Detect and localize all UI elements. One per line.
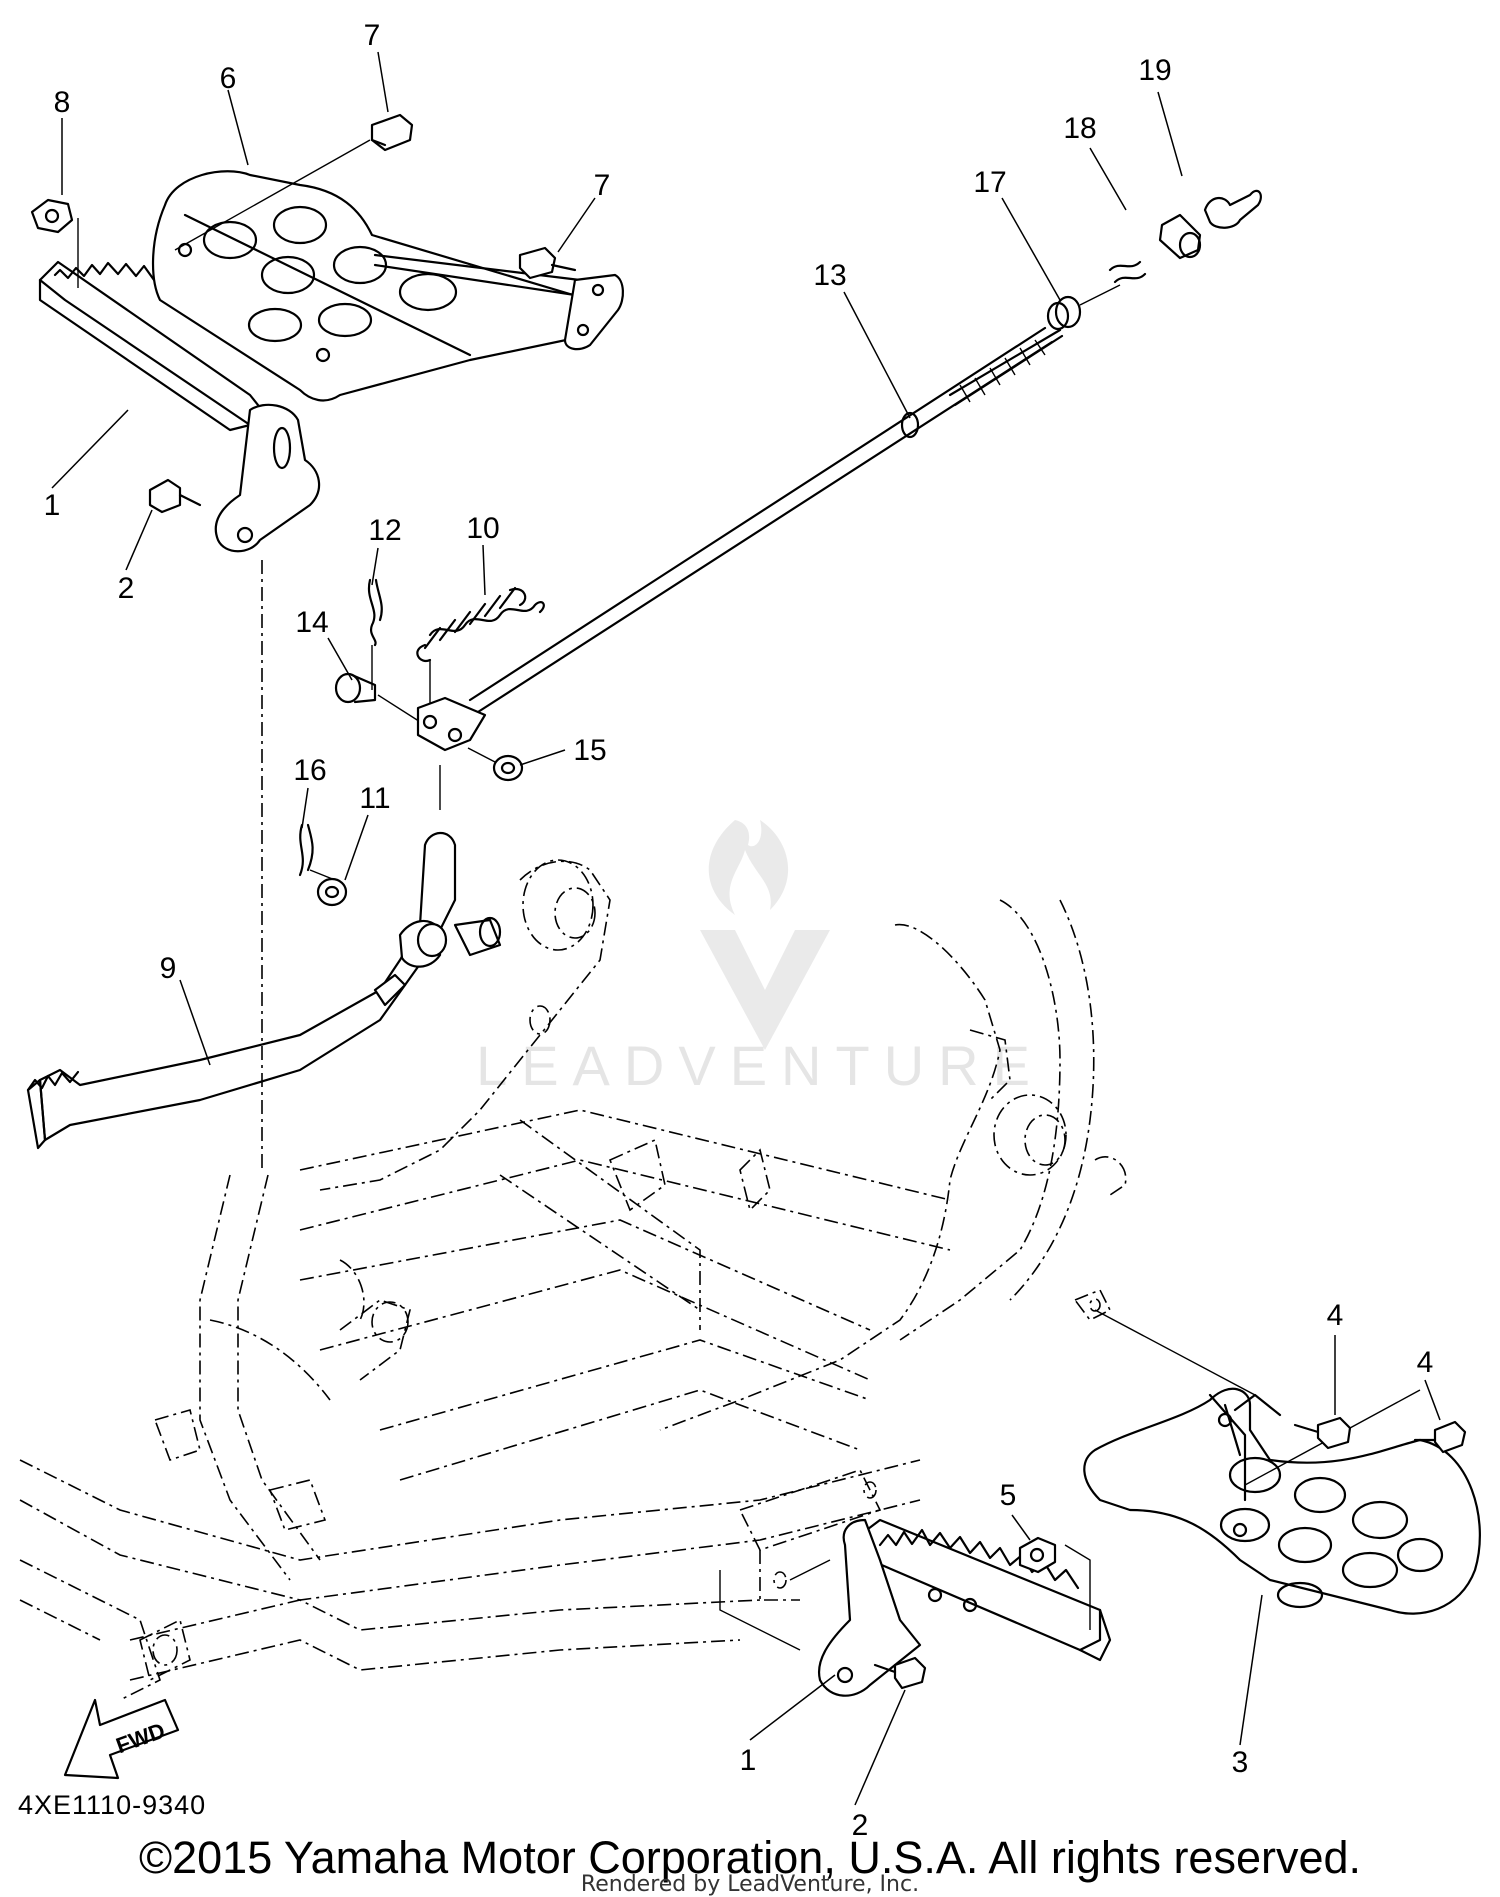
washer-11 bbox=[316, 877, 348, 907]
adjusting-nut-19 bbox=[1203, 189, 1262, 229]
callout-4: 4 bbox=[1417, 1346, 1434, 1379]
diagram-code: 4XE1110-9340 bbox=[18, 1790, 207, 1820]
fwd-arrow-icon: FWD bbox=[63, 1698, 180, 1780]
callout-16: 16 bbox=[293, 754, 326, 787]
cotter-pin-16 bbox=[298, 823, 336, 881]
footrest-bracket-right bbox=[817, 1518, 1112, 1697]
footrest-bracket-left bbox=[38, 260, 321, 553]
rod-clevis bbox=[416, 696, 487, 810]
rendered-by-notice: Rendered by LeadVenture, Inc. bbox=[580, 1872, 920, 1897]
callout-3: 3 bbox=[1232, 1746, 1249, 1779]
spring-17 bbox=[1046, 260, 1147, 331]
footboard-left bbox=[151, 139, 624, 402]
callout-2: 2 bbox=[852, 1809, 869, 1842]
washer-15 bbox=[467, 747, 524, 782]
callout-15: 15 bbox=[573, 734, 606, 767]
callout-6: 6 bbox=[220, 62, 237, 95]
callout-10: 10 bbox=[466, 512, 499, 545]
callout-12: 12 bbox=[368, 514, 401, 547]
callouts: 7 6 8 7 19 18 17 13 1 2 12 10 14 15 16 1… bbox=[44, 19, 1434, 1842]
callout-18: 18 bbox=[1063, 112, 1096, 145]
bolt-7-upper bbox=[370, 113, 414, 152]
callout-4: 4 bbox=[1327, 1299, 1344, 1332]
leadventure-flame-logo-icon: LEADVENTURE bbox=[476, 820, 1044, 1097]
nut-5 bbox=[1018, 1536, 1057, 1574]
callout-9: 9 bbox=[160, 952, 177, 985]
adjuster-18 bbox=[1158, 213, 1202, 260]
pin-14 bbox=[334, 672, 426, 726]
callout-7: 7 bbox=[594, 169, 611, 202]
callout-11: 11 bbox=[359, 782, 390, 815]
cotter-pin-12 bbox=[367, 578, 383, 690]
spring-10 bbox=[416, 586, 545, 705]
bolt-7-lower bbox=[518, 246, 577, 280]
frame bbox=[19, 859, 1256, 1701]
footboard-right bbox=[1083, 1387, 1481, 1615]
callout-1: 1 bbox=[44, 489, 61, 522]
copyright-notice: ©2015 Yamaha Motor Corporation, U.S.A. A… bbox=[138, 1832, 1362, 1883]
callout-1: 1 bbox=[740, 1744, 757, 1777]
leader-lines bbox=[51, 51, 1441, 1806]
callout-13: 13 bbox=[813, 259, 846, 292]
callout-5: 5 bbox=[1000, 1479, 1017, 1512]
bolt-4-right bbox=[1413, 1420, 1467, 1454]
brake-pedal-9 bbox=[26, 560, 502, 1170]
callout-8: 8 bbox=[54, 86, 71, 119]
nut-8 bbox=[30, 198, 79, 288]
callout-17: 17 bbox=[973, 166, 1006, 199]
callout-19: 19 bbox=[1138, 54, 1171, 87]
bolt-4-left bbox=[1293, 1416, 1352, 1450]
callout-7: 7 bbox=[364, 19, 381, 52]
bolt-2-lower bbox=[873, 1656, 927, 1690]
callout-2: 2 bbox=[118, 572, 135, 605]
callout-14: 14 bbox=[295, 606, 328, 639]
watermark-text: LEADVENTURE bbox=[476, 1034, 1044, 1097]
bolt-2-upper bbox=[148, 478, 202, 514]
brake-rod-13 bbox=[468, 326, 1064, 714]
